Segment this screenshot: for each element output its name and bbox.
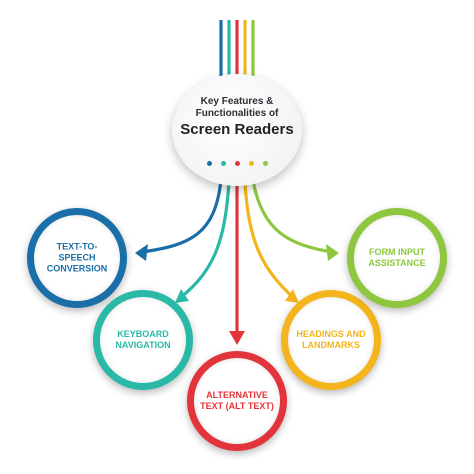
hub-dot-red bbox=[234, 161, 240, 166]
arrowhead-yellow bbox=[285, 289, 299, 303]
hub-subtitle-line-2: Functionalities of bbox=[195, 108, 279, 119]
node-alternative-text-line-1: ALTERNATIVE bbox=[206, 390, 268, 400]
node-form-input-line-2: ASSISTANCE bbox=[368, 258, 426, 268]
hub-dot-yellow bbox=[248, 161, 254, 166]
arrowhead-green bbox=[326, 244, 339, 261]
node-headings-landmarks-label: HEADINGS AND LANDMARKS bbox=[294, 329, 368, 351]
node-alternative-text-line-2: TEXT (ALT TEXT) bbox=[200, 401, 274, 411]
node-text-to-speech-line-1: TEXT-TO-SPEECH bbox=[56, 241, 98, 263]
node-headings-landmarks: HEADINGS AND LANDMARKS bbox=[281, 290, 381, 390]
hub-dot-blue bbox=[206, 161, 212, 166]
node-form-input: FORM INPUT ASSISTANCE bbox=[347, 208, 447, 308]
node-alternative-text-label: ALTERNATIVE TEXT (ALT TEXT) bbox=[200, 390, 274, 412]
arrowhead-teal bbox=[175, 289, 189, 303]
node-keyboard-navigation-label: KEYBOARD NAVIGATION bbox=[106, 329, 180, 351]
node-headings-landmarks-line-2: LANDMARKS bbox=[302, 340, 360, 350]
hub-subtitle-line-1: Key Features & bbox=[200, 96, 274, 107]
arrowhead-red bbox=[229, 331, 245, 345]
branch-wires bbox=[140, 178, 334, 337]
node-form-input-label: FORM INPUT ASSISTANCE bbox=[360, 247, 434, 269]
node-keyboard-navigation-line-2: NAVIGATION bbox=[115, 340, 171, 350]
hub-dot-green bbox=[262, 161, 268, 166]
wire-to-text-to-speech bbox=[140, 178, 223, 254]
wire-to-headings bbox=[243, 180, 296, 300]
top-wires bbox=[219, 20, 255, 80]
hub-title: Screen Readers bbox=[180, 121, 294, 138]
node-text-to-speech-line-2: CONVERSION bbox=[46, 263, 108, 274]
wire-to-form-input bbox=[251, 178, 334, 254]
node-keyboard-navigation: KEYBOARD NAVIGATION bbox=[93, 290, 193, 390]
node-headings-landmarks-line-1: HEADINGS AND bbox=[296, 329, 366, 339]
node-keyboard-navigation-line-1: KEYBOARD bbox=[117, 329, 169, 339]
node-alternative-text: ALTERNATIVE TEXT (ALT TEXT) bbox=[187, 351, 287, 451]
central-hub: Key Features & Functionalities of Screen… bbox=[172, 74, 302, 186]
hub-color-dots bbox=[172, 153, 302, 171]
hub-dot-teal bbox=[220, 161, 226, 166]
arrowhead-blue bbox=[135, 244, 148, 261]
arrowheads bbox=[135, 244, 339, 345]
node-text-to-speech-label: TEXT-TO-SPEECH CONVERSION bbox=[40, 242, 114, 275]
wire-to-keyboard-navigation bbox=[178, 180, 231, 300]
node-form-input-line-1: FORM INPUT bbox=[369, 247, 425, 257]
node-text-to-speech: TEXT-TO-SPEECH CONVERSION bbox=[27, 208, 127, 308]
